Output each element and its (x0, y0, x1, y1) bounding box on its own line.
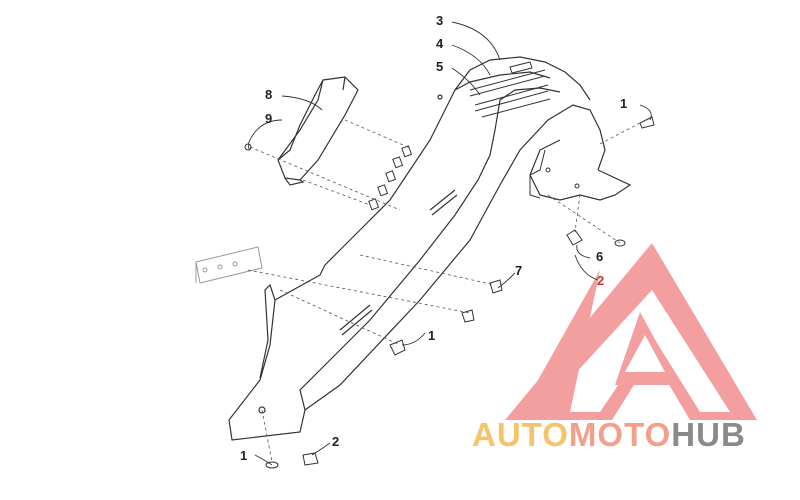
callout-9: 9 (265, 111, 272, 126)
bolt-part (489, 279, 503, 294)
assembly-lines (247, 119, 641, 463)
screw-bottom (265, 461, 279, 469)
callout-8: 8 (265, 87, 272, 102)
clip-right (566, 229, 626, 247)
watermark-hub: HUB (671, 416, 746, 453)
callout-2-right: 2 (597, 273, 604, 288)
frame-bracket (195, 246, 263, 284)
callout-7: 7 (515, 263, 522, 278)
callout-6: 6 (596, 249, 603, 264)
screw-top-right (639, 116, 655, 129)
vent-slots (469, 61, 551, 118)
callout-2-bottom: 2 (332, 434, 339, 449)
watermark-auto: AUTO (472, 416, 569, 453)
screw-middle (389, 309, 475, 356)
callout-1-top: 1 (620, 96, 627, 111)
rear-flap (529, 149, 580, 199)
callout-5: 5 (436, 59, 443, 74)
watermark-moto: MOTO (569, 416, 671, 453)
mudguard-body (228, 56, 632, 441)
watermark-logo (505, 243, 757, 420)
clip-bottom (302, 452, 319, 466)
callout-1-mid: 1 (428, 328, 435, 343)
leader-lines (247, 21, 652, 466)
side-holes (368, 145, 413, 211)
callout-3: 3 (436, 13, 443, 28)
callout-1-bottom: 1 (240, 448, 247, 463)
callout-4: 4 (436, 36, 444, 51)
watermark-text: AUTOMOTOHUB (472, 416, 746, 453)
pad-part (277, 76, 359, 186)
